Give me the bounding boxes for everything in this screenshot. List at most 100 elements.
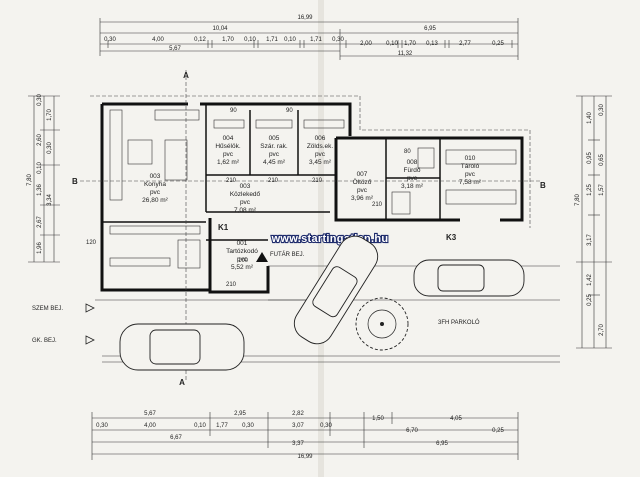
room-area: 1,62 m²: [217, 159, 240, 166]
dim-right: 2,70: [599, 324, 605, 336]
door-code: 210: [372, 202, 383, 208]
room-floor: pvc: [150, 189, 161, 196]
dim-chain: 11,32: [398, 51, 413, 57]
top-dimensions: 16,99 10,04 6,95 0,30 4,00 0,12 1,70 0,1…: [99, 15, 519, 60]
room-floor: pvc: [223, 151, 234, 158]
vehicle-entrance-label: GK. BEJ.: [32, 338, 57, 344]
car-right: [413, 259, 525, 297]
dim-right: 0,65: [599, 154, 605, 166]
dim-bottom: 5,67: [144, 411, 156, 417]
dim-chain: 4,00: [152, 37, 164, 43]
dim-left: 3,34: [47, 194, 53, 206]
dim-left: 0,30: [47, 142, 53, 154]
room-bath: 008 Fürdő pvc 3,18 m²: [401, 159, 424, 190]
dim-left: 0,10: [37, 162, 43, 174]
label-k1: K1: [218, 223, 229, 232]
door-code: 210: [226, 282, 237, 288]
room-name: Szár. rak.: [260, 143, 288, 150]
room-floor: pvc: [315, 151, 326, 158]
building-walls: [90, 95, 531, 301]
door-code: 120: [86, 240, 97, 246]
dim-left: 2,67: [37, 216, 43, 228]
dim-bottom: 0,30: [96, 423, 108, 429]
room-name: Konyha: [144, 181, 166, 188]
dim-chain: 0,13: [426, 41, 438, 47]
dim-left: 7,80: [27, 174, 33, 186]
room-dry-store: 005 Szár. rak. pvc 4,45 m²: [260, 135, 288, 166]
dim-top-right: 6,95: [424, 26, 436, 32]
label-k3: K3: [446, 233, 457, 242]
dim-chain: 1,71: [266, 37, 278, 43]
room-name: Hűsélök.: [215, 143, 240, 150]
room-pantry: 004 Hűsélök. pvc 1,62 m²: [215, 135, 240, 166]
dim-bottom: 4,05: [450, 416, 462, 422]
dim-left: 0,30: [37, 94, 43, 106]
room-area: 3,18 m²: [401, 183, 424, 190]
room-floor: pvc: [269, 151, 280, 158]
dim-bottom: 1,50: [372, 416, 384, 422]
room-stay: 001 Tartózkodó pvc 5,52 m²: [226, 240, 258, 271]
bottom-dimensions: 5,67 2,95 2,82 1,50 4,05 0,30 4,00 0,10 …: [91, 411, 519, 460]
room-area: 7,58 m²: [459, 179, 482, 186]
door-code: 100: [238, 258, 249, 264]
dim-bottom: 6,95: [436, 441, 448, 447]
entrance-arrow-icon: [256, 252, 268, 262]
room-area: 5,52 m²: [231, 264, 254, 271]
dim-right: 0,95: [587, 152, 593, 164]
entrance-label: FUTÁR BEJ.: [270, 251, 305, 258]
room-name: Öltöző: [353, 178, 372, 186]
room-name: Zölds.ek.: [307, 143, 334, 150]
room-veg-prep: 006 Zölds.ek. pvc 3,45 m²: [307, 135, 334, 166]
dim-chain: 0,12: [194, 37, 206, 43]
dim-left: 1,96: [37, 242, 43, 254]
door-code: 80: [404, 149, 411, 155]
room-floor: pvc: [357, 187, 368, 194]
dim-bottom-overall: 16,99: [297, 454, 313, 460]
dim-right: 0,25: [587, 294, 593, 306]
section-b-right: B: [540, 181, 546, 190]
tree-icon: [355, 297, 409, 351]
dim-right: 1,40: [587, 112, 593, 124]
dim-chain: 0,10: [244, 37, 256, 43]
dim-left: 2,60: [37, 134, 43, 146]
dim-bottom: 3,07: [292, 423, 304, 429]
room-name: Fürdő: [404, 167, 421, 174]
dim-right: 1,42: [587, 274, 593, 286]
dim-bottom: 3,37: [292, 441, 304, 447]
dim-chain: 1,70: [222, 37, 234, 43]
left-dimensions: 7,80 2,60 1,70 0,30 1,36 0,10 2,67 1,96 …: [27, 94, 60, 263]
dim-bottom: 4,00: [144, 423, 156, 429]
room-area: 4,45 m²: [263, 159, 286, 166]
room-floor: pvc: [465, 171, 476, 178]
section-b-left: B: [72, 177, 78, 186]
door-code: 90: [230, 108, 237, 114]
dim-right: 1,25: [587, 184, 593, 196]
dim-left: 1,70: [47, 109, 53, 121]
dim-chain: 0,10: [386, 41, 398, 47]
dim-bottom: 6,70: [406, 428, 418, 434]
dim-bottom: 0,10: [194, 423, 206, 429]
room-number: 003: [150, 173, 161, 180]
room-corridor: 003 Közlekedő pvc 7,08 m²: [230, 183, 261, 214]
dim-bottom: 0,30: [320, 423, 332, 429]
dim-bottom: 6,67: [170, 435, 182, 441]
staff-entrance-label: SZEM BEJ.: [32, 306, 63, 312]
room-number: 010: [465, 155, 476, 162]
room-number: 006: [315, 135, 326, 142]
room-number: 008: [407, 159, 418, 166]
dim-chain: 0,30: [104, 37, 116, 43]
room-floor: pvc: [237, 256, 248, 263]
section-markers: A A B B K1 K3 FUTÁR BEJ.: [72, 70, 546, 387]
dim-top-left: 10,04: [212, 26, 228, 32]
room-name: Tároló: [461, 163, 480, 170]
parking-label: 3FH PARKOLÓ: [438, 319, 480, 326]
car-diagonal: [293, 235, 379, 345]
room-area: 3,45 m²: [309, 159, 332, 166]
room-number: 007: [357, 171, 368, 178]
dim-left: 1,36: [37, 184, 43, 196]
room-name: Közlekedő: [230, 191, 261, 198]
door-code: 90: [286, 108, 293, 114]
room-area: 3,96 m²: [351, 195, 374, 202]
dim-chain: 2,00: [360, 41, 372, 47]
